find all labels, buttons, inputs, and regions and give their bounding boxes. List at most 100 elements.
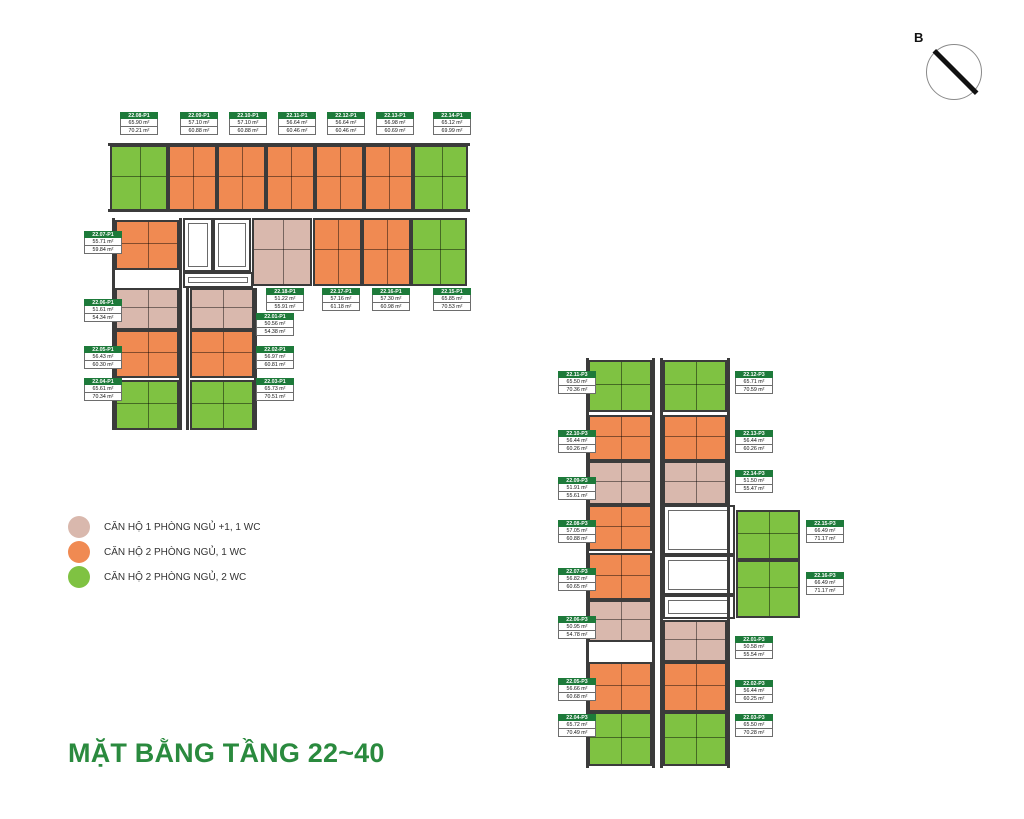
- apartment-unit[interactable]: [588, 415, 652, 461]
- apartment-unit[interactable]: [252, 218, 312, 286]
- unit-area2: 69.99 m²: [433, 127, 471, 136]
- apartment-unit[interactable]: [110, 145, 168, 211]
- unit-area1: 50.58 m²: [735, 643, 773, 652]
- apartment-unit[interactable]: [190, 380, 254, 430]
- legend-swatch-pink: [68, 516, 90, 538]
- unit-area2: 60.88 m²: [180, 127, 218, 136]
- unit-area1: 57.30 m²: [372, 295, 410, 304]
- unit-area1: 56.43 m²: [84, 353, 122, 362]
- unit-area2: 60.98 m²: [372, 303, 410, 312]
- apartment-unit[interactable]: [663, 620, 727, 662]
- apartment-unit[interactable]: [588, 712, 652, 766]
- unit-area2: 60.81 m²: [256, 361, 294, 370]
- unit-area2: 71.17 m²: [806, 535, 844, 544]
- apartment-unit[interactable]: [315, 145, 364, 211]
- apartment-unit[interactable]: [168, 145, 217, 211]
- wall: [586, 358, 589, 768]
- apartment-unit[interactable]: [736, 510, 800, 560]
- wall: [254, 288, 257, 430]
- unit-area1: 50.56 m²: [256, 320, 294, 329]
- unit-code: 22.09-P1: [180, 112, 218, 120]
- unit-area1: 51.22 m²: [266, 295, 304, 304]
- legend-item-2br-1wc: CĂN HỘ 2 PHÒNG NGỦ, 1 WC: [68, 541, 246, 563]
- apartment-unit[interactable]: [190, 288, 254, 330]
- core-shaft: [183, 218, 213, 272]
- unit-code: 22.08-P3: [558, 520, 596, 528]
- unit-code: 22.01-P1: [256, 313, 294, 321]
- apartment-unit[interactable]: [115, 330, 179, 378]
- apartment-unit[interactable]: [663, 360, 727, 412]
- wall: [112, 218, 115, 430]
- unit-area1: 56.66 m²: [558, 685, 596, 694]
- apartment-unit[interactable]: [115, 288, 179, 330]
- unit-code: 22.15-P3: [806, 520, 844, 528]
- unit-area1: 56.44 m²: [735, 437, 773, 446]
- unit-area1: 56.98 m²: [376, 119, 414, 128]
- unit-area1: 56.82 m²: [558, 575, 596, 584]
- apartment-unit[interactable]: [190, 330, 254, 378]
- wall: [660, 358, 663, 768]
- unit-area1: 65.71 m²: [735, 378, 773, 387]
- wall: [179, 218, 182, 430]
- unit-area2: 60.88 m²: [558, 535, 596, 544]
- compass-ring: [926, 44, 982, 100]
- unit-area2: 60.26 m²: [735, 445, 773, 454]
- unit-code: 22.02-P3: [735, 680, 773, 688]
- unit-code: 22.14-P1: [433, 112, 471, 120]
- unit-code: 22.04-P3: [558, 714, 596, 722]
- apartment-unit[interactable]: [663, 662, 727, 712]
- apartment-unit[interactable]: [217, 145, 266, 211]
- apartment-unit[interactable]: [663, 461, 727, 505]
- apartment-unit[interactable]: [588, 662, 652, 712]
- unit-code: 22.14-P3: [735, 470, 773, 478]
- apartment-unit[interactable]: [663, 415, 727, 461]
- apartment-unit[interactable]: [313, 218, 362, 286]
- apartment-unit[interactable]: [411, 218, 467, 286]
- unit-code: 22.15-P1: [433, 288, 471, 296]
- apartment-unit[interactable]: [588, 461, 652, 505]
- unit-area2: 70.53 m²: [433, 303, 471, 312]
- apartment-unit[interactable]: [588, 360, 652, 412]
- legend-item-1br: CĂN HỘ 1 PHÒNG NGỦ +1, 1 WC: [68, 516, 260, 538]
- legend-text: CĂN HỘ 1 PHÒNG NGỦ +1, 1 WC: [104, 521, 261, 533]
- compass: B: [914, 30, 982, 100]
- unit-code: 22.17-P1: [322, 288, 360, 296]
- unit-code: 22.06-P1: [84, 299, 122, 307]
- apartment-unit[interactable]: [588, 600, 652, 642]
- unit-code: 22.03-P3: [735, 714, 773, 722]
- unit-code: 22.10-P1: [229, 112, 267, 120]
- apartment-unit[interactable]: [115, 380, 179, 430]
- compass-letter: B: [914, 30, 924, 45]
- unit-area2: 54.78 m²: [558, 631, 596, 640]
- apartment-unit[interactable]: [266, 145, 315, 211]
- unit-area2: 60.25 m²: [735, 695, 773, 704]
- apartment-unit[interactable]: [364, 145, 413, 211]
- unit-code: 22.10-P3: [558, 430, 596, 438]
- apartment-unit[interactable]: [413, 145, 468, 211]
- apartment-unit[interactable]: [663, 712, 727, 766]
- apartment-unit[interactable]: [588, 553, 652, 600]
- apartment-unit[interactable]: [115, 220, 179, 270]
- apartment-unit[interactable]: [736, 560, 800, 618]
- unit-area1: 56.64 m²: [278, 119, 316, 128]
- unit-code: 22.13-P3: [735, 430, 773, 438]
- page-title: MẶT BẰNG TẦNG 22~40: [68, 738, 385, 768]
- unit-area2: 70.59 m²: [735, 386, 773, 395]
- apartment-unit[interactable]: [362, 218, 411, 286]
- unit-area2: 60.46 m²: [327, 127, 365, 136]
- apartment-unit[interactable]: [588, 505, 652, 551]
